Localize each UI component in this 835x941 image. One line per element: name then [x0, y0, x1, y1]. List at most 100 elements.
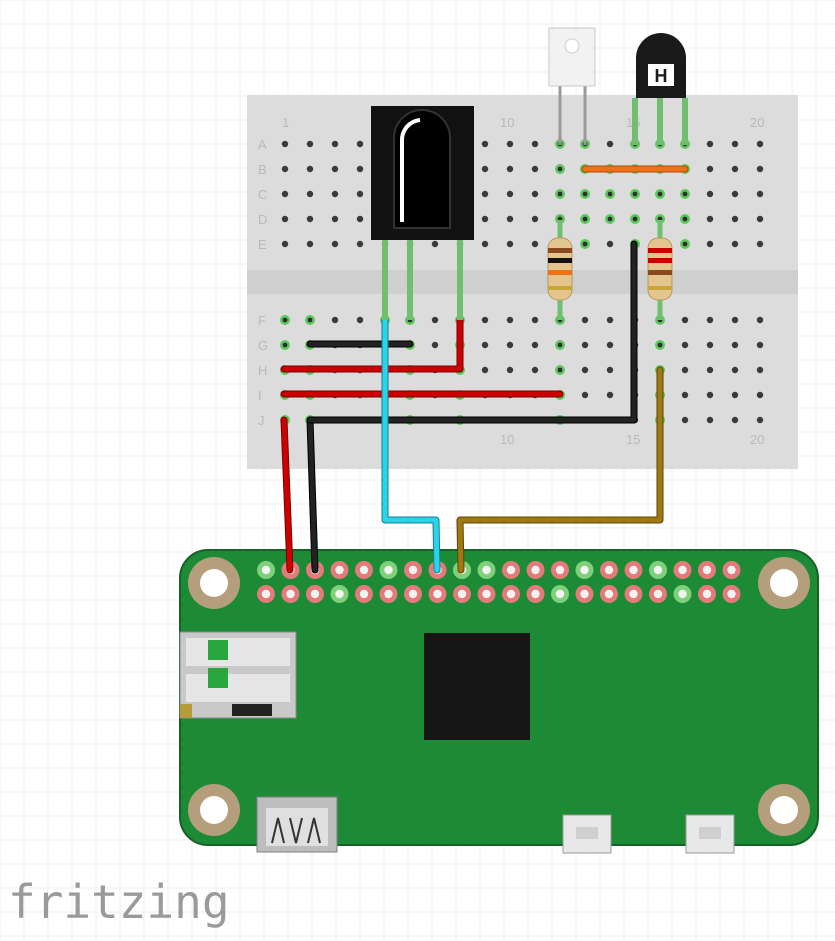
breadboard-hole	[731, 190, 739, 198]
breadboard-hole	[531, 341, 539, 349]
raspberry-pi-zero-board	[179, 549, 819, 854]
breadboard-hole	[506, 316, 514, 324]
breadboard-hole	[431, 316, 439, 324]
breadboard-hole	[606, 366, 614, 374]
breadboard-hole	[756, 240, 764, 248]
ir-led	[548, 27, 596, 145]
breadboard-hole	[756, 391, 764, 399]
row-label-e: E	[258, 237, 267, 252]
svg-text:H: H	[655, 66, 668, 86]
breadboard-hole	[506, 366, 514, 374]
breadboard-hole	[706, 391, 714, 399]
breadboard-hole	[681, 341, 689, 349]
breadboard-hole	[706, 215, 714, 223]
micro-usb-port	[685, 814, 735, 854]
breadboard-hole	[756, 341, 764, 349]
mini-hdmi-port	[256, 796, 338, 853]
breadboard-hole	[506, 190, 514, 198]
breadboard-hole	[706, 416, 714, 424]
breadboard-hole	[606, 391, 614, 399]
breadboard-hole	[356, 240, 364, 248]
breadboard-hole	[481, 140, 489, 148]
breadboard-hole	[356, 190, 364, 198]
col-label-15-bottom: 15	[626, 432, 640, 447]
breadboard-hole	[531, 240, 539, 248]
breadboard-hole	[481, 341, 489, 349]
breadboard-hole	[731, 316, 739, 324]
col-label-20-bottom: 20	[750, 432, 764, 447]
breadboard-hole	[581, 391, 589, 399]
breadboard-hole	[581, 316, 589, 324]
breadboard-hole	[681, 366, 689, 374]
breadboard-hole	[306, 165, 314, 173]
breadboard-hole	[331, 240, 339, 248]
breadboard-hole	[281, 165, 289, 173]
breadboard-hole	[356, 140, 364, 148]
soc-chip	[424, 633, 530, 740]
breadboard-hole	[731, 215, 739, 223]
breadboard-hole	[481, 215, 489, 223]
breadboard-hole	[606, 341, 614, 349]
breadboard-hole	[281, 240, 289, 248]
breadboard-hole	[506, 341, 514, 349]
breadboard-hole	[306, 215, 314, 223]
breadboard-hole	[706, 366, 714, 374]
breadboard-hole	[531, 140, 539, 148]
breadboard-hole	[581, 341, 589, 349]
breadboard-hole	[531, 366, 539, 374]
breadboard-hole	[731, 416, 739, 424]
npn-transistor: H	[632, 33, 688, 145]
row-label-i: I	[258, 388, 262, 403]
breadboard-hole	[706, 341, 714, 349]
row-label-b: B	[258, 162, 267, 177]
breadboard-hole	[331, 190, 339, 198]
mounting-hole	[188, 784, 240, 836]
row-label-j: J	[258, 413, 265, 428]
breadboard-hole	[731, 366, 739, 374]
resistor	[547, 220, 573, 320]
breadboard-hole	[531, 316, 539, 324]
breadboard-hole	[756, 316, 764, 324]
breadboard-hole	[331, 165, 339, 173]
breadboard-hole	[431, 341, 439, 349]
fritzing-logo: fritzing	[8, 875, 230, 929]
breadboard-hole	[756, 140, 764, 148]
breadboard-hole	[306, 140, 314, 148]
breadboard-hole	[481, 366, 489, 374]
col-label-20-top: 20	[750, 115, 764, 130]
breadboard-hole	[281, 140, 289, 148]
breadboard-hole	[481, 240, 489, 248]
col-label-1-top: 1	[282, 115, 289, 130]
breadboard-hole	[756, 416, 764, 424]
breadboard-hole	[706, 190, 714, 198]
breadboard-hole	[431, 240, 439, 248]
breadboard-hole	[731, 341, 739, 349]
breadboard-hole	[481, 316, 489, 324]
breadboard-hole	[606, 316, 614, 324]
ir-receiver	[371, 106, 474, 320]
breadboard-hole	[606, 140, 614, 148]
breadboard-hole	[756, 366, 764, 374]
breadboard-hole	[306, 240, 314, 248]
breadboard-hole	[506, 240, 514, 248]
breadboard-hole	[581, 366, 589, 374]
breadboard-hole	[731, 165, 739, 173]
breadboard-hole	[706, 165, 714, 173]
breadboard-hole	[281, 215, 289, 223]
breadboard-hole	[606, 240, 614, 248]
row-label-h: H	[258, 363, 267, 378]
breadboard-hole	[706, 240, 714, 248]
row-label-d: D	[258, 212, 267, 227]
breadboard-hole	[531, 190, 539, 198]
resistor	[647, 220, 673, 320]
breadboard-hole	[481, 190, 489, 198]
breadboard-hole	[281, 190, 289, 198]
mounting-hole	[758, 784, 810, 836]
breadboard-hole	[306, 190, 314, 198]
breadboard-hole	[731, 240, 739, 248]
breadboard-hole	[531, 215, 539, 223]
mounting-hole	[758, 557, 810, 609]
breadboard-hole	[756, 190, 764, 198]
breadboard-hole	[681, 316, 689, 324]
breadboard-hole	[331, 215, 339, 223]
